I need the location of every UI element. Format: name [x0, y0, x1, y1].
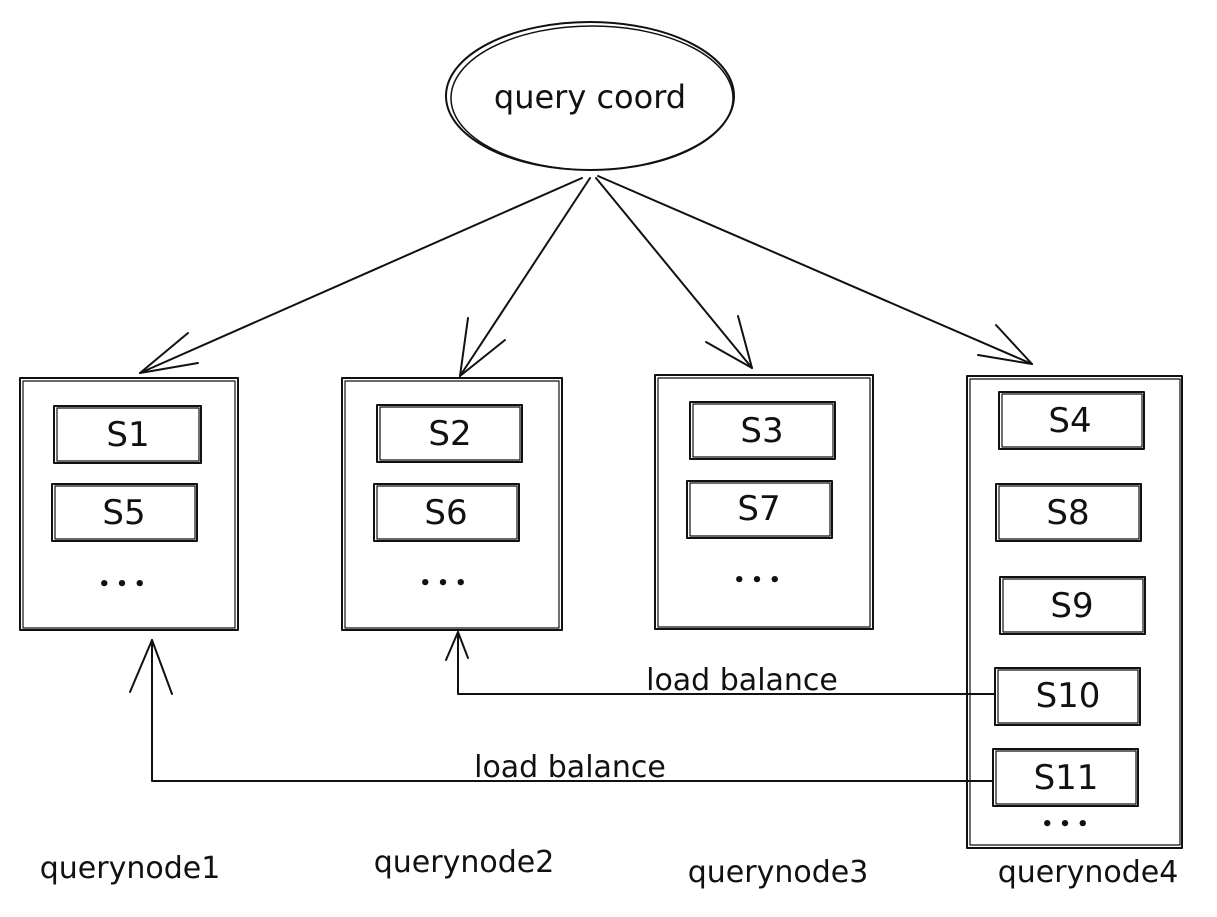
query-coord[interactable]: query coord — [445, 21, 735, 171]
arrowhead — [129, 639, 153, 693]
segment-label: S6 — [424, 493, 467, 533]
querynode3-label: querynode3 — [688, 855, 869, 890]
node-border-sketch — [22, 380, 236, 629]
arrowhead — [445, 631, 459, 661]
arrowhead — [737, 315, 753, 369]
node-border — [19, 377, 239, 631]
segment-label: S4 — [1048, 401, 1091, 441]
segment-S5[interactable]: S5 — [51, 483, 198, 542]
arrowhead — [995, 324, 1033, 365]
segment-label: S1 — [106, 415, 149, 455]
segment-S9[interactable]: S9 — [999, 576, 1146, 635]
ellipsis: • • • — [98, 574, 145, 595]
querynode3-box[interactable]: S3 S7 • • • — [654, 374, 874, 630]
querynode1-label: querynode1 — [40, 851, 221, 886]
query-coord-ellipse-sketch — [450, 25, 734, 171]
segment-label: S7 — [737, 489, 780, 529]
coord-arrows — [139, 175, 1033, 377]
segment-S1[interactable]: S1 — [53, 405, 202, 464]
ellipsis: • • • — [419, 573, 466, 594]
querynode2-box[interactable]: S2 S6 • • • — [341, 377, 563, 631]
segment-S10[interactable]: S10 — [994, 667, 1141, 726]
node-border-sketch — [344, 380, 560, 629]
segment-label: S3 — [740, 411, 783, 451]
query-coord-label: query coord — [494, 78, 686, 116]
segment-S8[interactable]: S8 — [995, 483, 1142, 542]
edge-coord-querynode2 — [459, 177, 591, 377]
node-border — [341, 377, 563, 631]
node-border — [654, 374, 874, 630]
querynode4-box[interactable]: S4 S8 S9 S10 S11 • • • — [966, 375, 1183, 849]
arrowhead — [457, 631, 469, 659]
querynode4-label: querynode4 — [998, 855, 1179, 890]
querynode2-label: querynode2 — [374, 845, 555, 880]
segment-S4[interactable]: S4 — [998, 391, 1145, 450]
load-balance-label: load balance — [474, 750, 666, 785]
arrowhead — [459, 339, 506, 377]
segment-S3[interactable]: S3 — [689, 401, 836, 460]
load-balance-label: load balance — [646, 663, 838, 698]
ellipsis: • • • — [733, 570, 780, 591]
edge-coord-querynode1 — [139, 177, 583, 374]
arrowhead — [705, 341, 753, 369]
segment-S11[interactable]: S11 — [992, 748, 1139, 807]
load-balance-edge-2: load balance — [129, 639, 994, 785]
ellipsis: • • • — [1041, 814, 1088, 835]
node-border — [966, 375, 1183, 849]
arrowhead — [977, 354, 1033, 365]
segment-label: S11 — [1034, 758, 1099, 798]
load-balance-edge-1: load balance — [445, 631, 996, 698]
segment-S6[interactable]: S6 — [373, 483, 520, 542]
arrowhead — [139, 362, 199, 374]
querynode1-box[interactable]: S1 S5 • • • — [19, 377, 239, 631]
node-border-sketch — [657, 377, 871, 628]
segment-S2[interactable]: S2 — [376, 404, 523, 463]
segment-label: S5 — [102, 493, 145, 533]
segment-label: S2 — [428, 414, 471, 454]
segment-label: S9 — [1050, 586, 1093, 626]
edge-coord-querynode4 — [597, 175, 1033, 365]
arrowhead — [139, 332, 189, 374]
arrowhead — [151, 639, 173, 695]
segment-label: S10 — [1036, 676, 1101, 716]
segment-label: S8 — [1046, 493, 1089, 533]
arrowhead — [459, 317, 469, 377]
edge-coord-querynode3 — [595, 177, 753, 369]
node-border-sketch — [969, 378, 1181, 846]
segment-S7[interactable]: S7 — [686, 480, 833, 539]
